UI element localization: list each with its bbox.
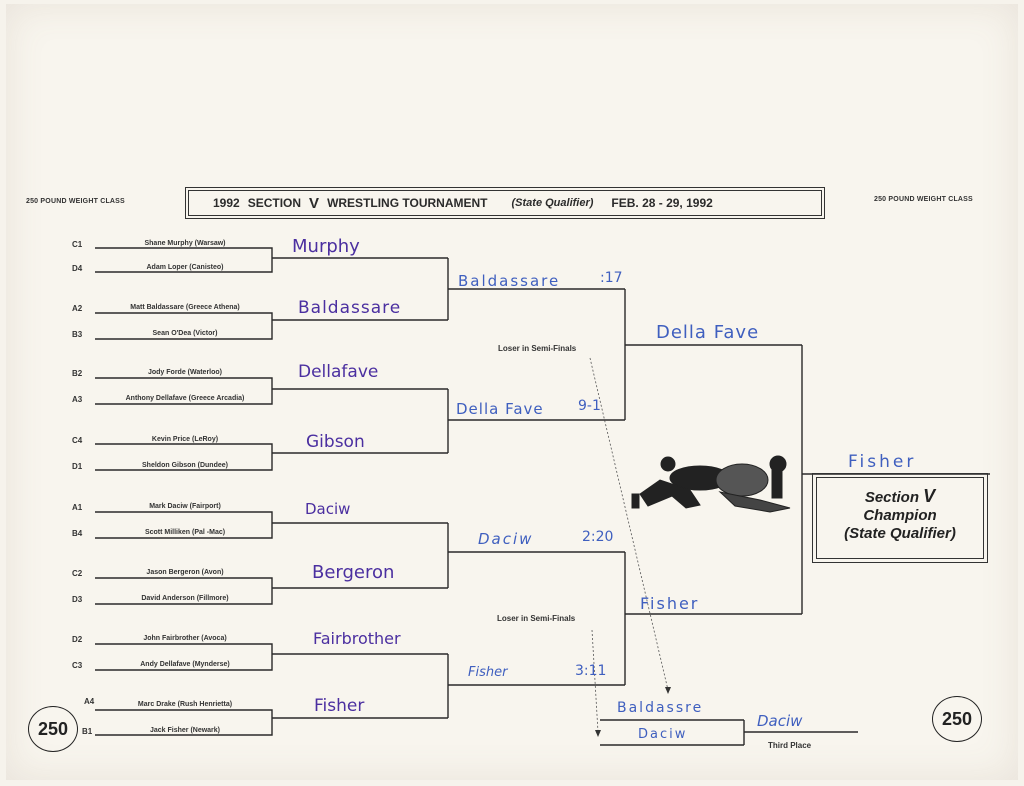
entrant-seed: D2: [72, 635, 83, 644]
entrant-seed: A2: [72, 304, 83, 313]
entrant-seed: B1: [82, 727, 93, 736]
entrant-name: Marc Drake (Rush Henrietta): [137, 701, 233, 708]
entrant-name: Jody Forde (Waterloo): [147, 369, 223, 376]
entrant-seed: B2: [72, 369, 83, 378]
loser-label-top: Loser in Semi-Finals: [498, 344, 577, 353]
title-section: SECTION: [247, 196, 302, 210]
champion-box-line2: Champion: [863, 507, 937, 524]
sf-winner-2: Fisher: [640, 594, 700, 613]
entrant-seed: B4: [72, 529, 83, 538]
entrant-name: Shane Murphy (Warsaw): [144, 240, 226, 247]
entrant-seed: D4: [72, 264, 83, 273]
entrant-name: Andy Dellafave (Mynderse): [140, 661, 230, 668]
weight-class-right: 250 POUND WEIGHT CLASS: [874, 196, 973, 203]
tournament-title-box: 1992 SECTION V WRESTLING TOURNAMENT (Sta…: [185, 187, 825, 219]
qf-score-3: 2:20: [582, 529, 614, 545]
third-place-entrant-bottom: Daciw: [638, 727, 688, 742]
weight-badge-left: 250: [28, 706, 78, 752]
entrant-seed: C1: [72, 240, 83, 249]
entrant-name: Scott Milliken (Pal -Mac): [144, 529, 226, 536]
entrant-name: Matt Baldassare (Greece Athena): [130, 304, 240, 311]
entrant-seed: A4: [84, 697, 95, 706]
entrant-name: Anthony Dellafave (Greece Arcadia): [125, 395, 245, 402]
entrant-name: Adam Loper (Canisteo): [146, 264, 224, 271]
weight-class-left: 250 POUND WEIGHT CLASS: [26, 198, 125, 205]
entrant-name: Jason Bergeron (Avon): [146, 569, 224, 576]
title-dates: FEB. 28 - 29, 1992: [611, 196, 713, 210]
entrant-seed: A1: [72, 503, 83, 512]
entrant-seed: A3: [72, 395, 83, 404]
entrant-seed: B3: [72, 330, 83, 339]
qf-score-4: 3:11: [575, 663, 607, 679]
qf-winner-4: Fisher: [468, 665, 508, 680]
entrant-seed: C4: [72, 436, 83, 445]
r1-winner-6: Bergeron: [312, 562, 395, 583]
qf-winner-2: Della Fave: [456, 400, 544, 418]
entrant-name: Sean O'Dea (Victor): [152, 330, 218, 337]
entrant-seed: C2: [72, 569, 83, 578]
champion-name: Fisher: [848, 452, 917, 472]
r1-winner-4: Gibson: [306, 432, 365, 452]
sf-winner-1: Della Fave: [656, 322, 760, 343]
champion-box: Section V Champion (State Qualifier): [812, 473, 988, 563]
entrant-name: Mark Daciw (Fairport): [149, 503, 221, 510]
r1-winner-1: Murphy: [292, 236, 360, 257]
champion-box-section: Section: [864, 489, 919, 506]
qf-score-2: 9-1: [578, 398, 601, 414]
qf-winner-3: Daciw: [478, 530, 534, 548]
r1-winner-5: Daciw: [305, 500, 351, 518]
qf-score-1: :17: [600, 270, 623, 286]
entrant-name: John Fairbrother (Avoca): [143, 635, 227, 642]
third-place-label: Third Place: [768, 741, 812, 750]
third-place-winner: Daciw: [757, 712, 803, 730]
wrestlers-illustration: [631, 455, 791, 513]
title-tournament: WRESTLING TOURNAMENT: [327, 196, 488, 210]
paper-surface: [6, 4, 1018, 780]
r1-winner-2: Baldassare: [298, 298, 402, 318]
entrant-name: Sheldon Gibson (Dundee): [142, 462, 228, 469]
title-year: 1992: [213, 196, 240, 210]
entrant-name: Kevin Price (LeRoy): [151, 436, 219, 443]
r1-winner-3: Dellafave: [298, 362, 379, 382]
champion-box-numeral: V: [923, 486, 936, 506]
champion-box-line3: (State Qualifier): [844, 525, 956, 542]
loser-label-bottom: Loser in Semi-Finals: [497, 614, 576, 623]
weight-badge-right: 250: [932, 696, 982, 742]
entrant-seed: D1: [72, 462, 83, 471]
entrant-seed: C3: [72, 661, 83, 670]
entrant-name: David Anderson (Fillmore): [141, 595, 229, 602]
r1-winner-7: Fairbrother: [313, 629, 401, 648]
r1-winner-8: Fisher: [314, 696, 365, 716]
title-qualifier: (State Qualifier): [511, 197, 594, 209]
entrant-seed: D3: [72, 595, 83, 604]
third-place-entrant-top: Baldassre: [617, 700, 704, 716]
title-section-numeral: V: [309, 194, 320, 212]
qf-winner-1: Baldassare: [458, 272, 561, 290]
entrant-name: Jack Fisher (Newark): [149, 727, 221, 734]
